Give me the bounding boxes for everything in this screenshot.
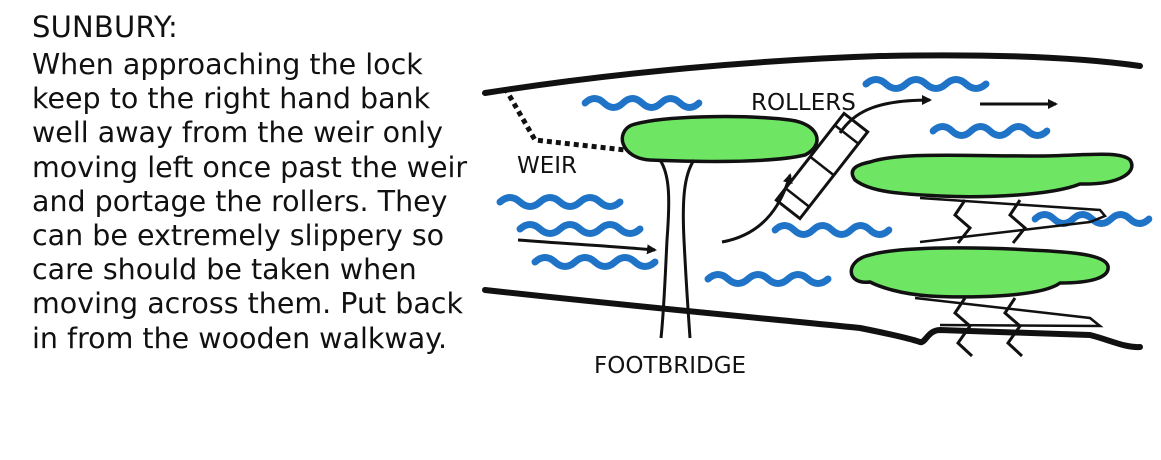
wave-icon xyxy=(500,198,620,207)
river-bank-bottom xyxy=(482,287,1143,351)
wave-icon xyxy=(866,80,986,89)
lock-wall-outline xyxy=(919,196,1108,244)
directions-line: in from the wooden walkway. xyxy=(32,321,448,355)
lock-island-upper xyxy=(850,152,1134,199)
rollers-label: ROLLERS xyxy=(751,90,856,116)
directions-line: moving left once past the weir xyxy=(32,150,468,184)
wave-icon xyxy=(775,226,889,235)
directions-line: keep to the right hand bank xyxy=(32,82,431,116)
roller-icon xyxy=(774,111,870,221)
wave-icon xyxy=(520,225,640,234)
directions-line: and portage the rollers. They xyxy=(32,184,448,218)
weir-line xyxy=(502,86,626,153)
lock-gate-icon xyxy=(953,199,1028,358)
weir-label: WEIR xyxy=(517,153,577,179)
directions-text: When approaching the lock keep to the ri… xyxy=(32,48,482,356)
arrow-icon xyxy=(721,173,793,244)
description-panel: SUNBURY: When approaching the lock keep … xyxy=(32,10,482,356)
location-heading: SUNBURY: xyxy=(32,10,178,44)
river-bank-top xyxy=(482,52,1143,96)
footbridge-icon xyxy=(658,159,696,339)
directions-line: well away from the weir only xyxy=(32,116,443,150)
directions-line: When approaching the lock xyxy=(32,48,423,81)
arrow-icon xyxy=(838,95,932,134)
wave-icon xyxy=(585,99,699,108)
lock-island-lower xyxy=(849,246,1110,299)
arrow-icon xyxy=(517,238,657,255)
lock-wall-outline xyxy=(914,296,1104,328)
directions-line: can be extremely slippery so xyxy=(32,219,445,253)
wave-icon xyxy=(933,127,1047,136)
wave-icon xyxy=(708,275,828,284)
weir-island xyxy=(620,114,819,164)
directions-line: moving across them. Put back xyxy=(32,287,463,321)
footbridge-label: FOOTBRIDGE xyxy=(594,353,746,379)
wave-icon xyxy=(535,258,655,267)
directions-line: care should be taken when xyxy=(32,253,417,287)
